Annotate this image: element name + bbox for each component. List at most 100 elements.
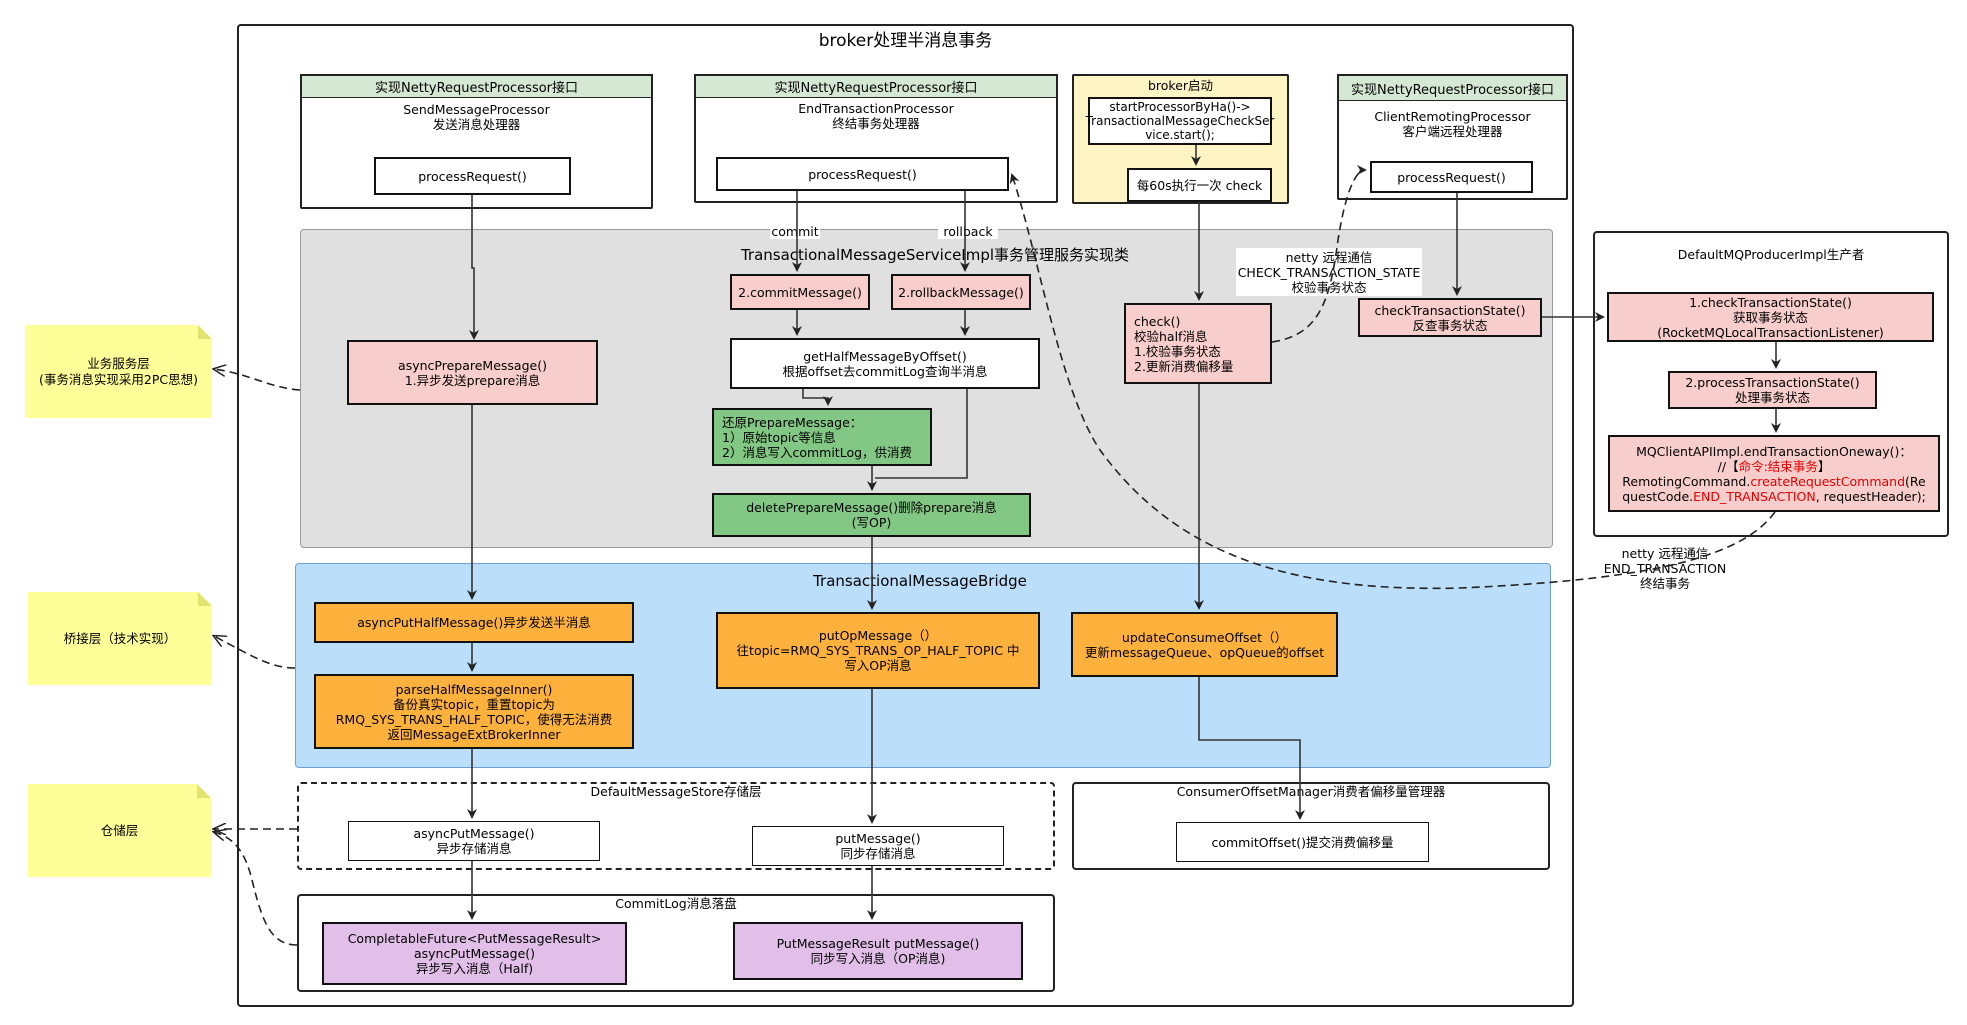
rollback-message-box[interactable]: 2.rollbackMessage() (891, 274, 1031, 310)
check-line-3: 1.校验事务状态 (1134, 343, 1221, 359)
business-layer-line-1: 业务服务层 (87, 355, 150, 371)
delete-line-2: (写OP) (851, 515, 892, 530)
step3-3c: (Re (1905, 473, 1926, 489)
producer-step3-line-1: MQClientAPIImpl.endTransactionOneway()： (1636, 443, 1912, 459)
producer-step2-box[interactable]: 2.processTransactionState() 处理事务状态 (1668, 371, 1877, 409)
commitlog-async-line-1: CompletableFuture<PutMessageResult> (347, 931, 602, 946)
step3-4a: questCode. (1622, 488, 1694, 504)
check-line-2: 校验half消息 (1134, 328, 1208, 344)
commit-offset-box[interactable]: commitOffset()提交消费偏移量 (1176, 822, 1429, 862)
put-line-1: putMessage() (835, 831, 921, 846)
step3-2b: 命令:结束事务 (1738, 458, 1818, 474)
put-op-message-box[interactable]: putOpMessage（） 往topic=RMQ_SYS_TRANS_OP_H… (716, 612, 1040, 689)
restore-line-2: 1）原始topic等信息 (722, 429, 836, 445)
check-every-60s-box[interactable]: 每60s执行一次 check (1127, 168, 1272, 202)
startup-header: broker启动 (1147, 78, 1214, 93)
check-line-1: check() (1134, 313, 1181, 329)
netty-check-line-1: netty 远程通信 (1285, 250, 1373, 265)
step3-2a: //【 (1717, 458, 1739, 474)
update-offset-line-1: updateConsumeOffset（） (1121, 629, 1288, 645)
step3-4b: END_TRANSACTION (1693, 488, 1816, 504)
business-layer-note: 业务服务层 (事务消息实现采用2PC思想) (25, 325, 212, 418)
step3-2c: 】 (1817, 458, 1831, 474)
netty-end-line-2: END_TRANSACTION (1603, 561, 1727, 576)
restore-line-1: 还原PrepareMessage： (722, 414, 863, 430)
end-processor-desc: 终结事务处理器 (832, 116, 920, 131)
client-processor-name: ClientRemotingProcessor (1374, 109, 1531, 124)
client-processor-desc: 客户端远程处理器 (1402, 124, 1503, 139)
netty-end-line-1: netty 远程通信 (1621, 546, 1709, 561)
parse-line-2: 备份真实topic，重置topic为 (393, 696, 555, 712)
put-op-line-1: putOpMessage（） (818, 628, 938, 643)
commit-label: commit (770, 224, 820, 239)
send-process-request-button[interactable]: processRequest() (374, 157, 571, 195)
producer-step3-box[interactable]: MQClientAPIImpl.endTransactionOneway()： … (1608, 435, 1940, 512)
netty-end-label: netty 远程通信 END_TRANSACTION 终结事务 (1590, 546, 1740, 594)
producer-step1-box[interactable]: 1.checkTransactionState() 获取事务状态 (Rocket… (1607, 292, 1934, 342)
end-process-request-button[interactable]: processRequest() (716, 157, 1009, 191)
rollback-label: rollback (938, 224, 998, 239)
send-processor-name: SendMessageProcessor (403, 102, 550, 117)
start-processor-box[interactable]: startProcessorByHa()-> TransactionalMess… (1085, 97, 1275, 145)
check-line-4: 2.更新消费偏移量 (1134, 358, 1234, 374)
check-box[interactable]: check() 校验half消息 1.校验事务状态 2.更新消费偏移量 (1124, 303, 1272, 384)
commitlog-sync-line-1: PutMessageResult putMessage() (776, 936, 980, 951)
netty-end-line-3: 终结事务 (1639, 576, 1690, 591)
update-offset-line-2: 更新messageQueue、opQueue的offset (1084, 644, 1325, 660)
end-processor-name: EndTransactionProcessor (798, 101, 954, 116)
producer-step1-line-2: 获取事务状态 (1732, 309, 1808, 325)
async-prepare-line-2: 1.异步发送prepare消息 (404, 372, 541, 388)
netty-check-line-3: 校验事务状态 (1291, 280, 1367, 295)
restore-line-3: 2）消息写入commitLog，供消费 (722, 444, 913, 460)
netty-check-line-2: CHECK_TRANSACTION_STATE (1237, 265, 1421, 280)
check-transaction-state-box[interactable]: checkTransactionState() 反查事务状态 (1358, 298, 1542, 337)
producer-step1-line-3: (RocketMQLocalTransactionListener) (1657, 324, 1884, 340)
async-put-line-2: 异步存储消息 (436, 841, 512, 856)
put-op-line-3: 写入OP消息 (844, 658, 912, 673)
async-prepare-message-box[interactable]: asyncPrepareMessage() 1.异步发送prepare消息 (347, 340, 598, 405)
bridge-layer-note: 桥接层（技术实现） (28, 592, 212, 685)
update-consume-offset-box[interactable]: updateConsumeOffset（） 更新messageQueue、opQ… (1071, 612, 1338, 677)
commitlog-sync-box[interactable]: PutMessageResult putMessage() 同步写入消息（OP消… (733, 922, 1023, 980)
start-line-3: vice.start(); (1145, 128, 1215, 142)
delete-line-1: deletePrepareMessage()删除prepare消息 (746, 500, 997, 515)
commitlog-async-box[interactable]: CompletableFuture<PutMessageResult> asyn… (322, 922, 627, 985)
async-put-message-box[interactable]: asyncPutMessage() 异步存储消息 (348, 821, 600, 861)
offset-manager-title: ConsumerOffsetManager消费者偏移量管理器 (1176, 784, 1446, 799)
producer-step2-line-1: 2.processTransactionState() (1685, 375, 1860, 390)
service-title: TransactionalMessageServiceImpl事务管理服务实现类 (740, 246, 1130, 264)
restore-prepare-message-box[interactable]: 还原PrepareMessage： 1）原始topic等信息 2）消息写入com… (712, 408, 932, 466)
check-tx-line-1: checkTransactionState() (1374, 302, 1526, 318)
commitlog-title: CommitLog消息落盘 (615, 896, 737, 911)
producer-step2-line-2: 处理事务状态 (1734, 390, 1810, 405)
parse-line-4: 返回MessageExtBrokerInner (387, 726, 561, 742)
put-op-line-2: 往topic=RMQ_SYS_TRANS_OP_HALF_TOPIC 中 (736, 643, 1020, 658)
main-title: broker处理半消息事务 (818, 31, 993, 51)
parse-half-message-box[interactable]: parseHalfMessageInner() 备份真实topic，重置topi… (314, 674, 634, 749)
async-prepare-line-1: asyncPrepareMessage() (398, 357, 547, 373)
delete-prepare-message-box[interactable]: deletePrepareMessage()删除prepare消息 (写OP) (712, 493, 1031, 537)
put-message-box[interactable]: putMessage() 同步存储消息 (752, 826, 1004, 866)
commit-message-box[interactable]: 2.commitMessage() (730, 274, 870, 310)
start-line-1: startProcessorByHa()-> (1109, 100, 1251, 114)
send-processor-header: 实现NettyRequestProcessor接口 (300, 74, 653, 98)
bridge-title: TransactionalMessageBridge (813, 572, 1027, 590)
commitlog-async-line-3: 异步写入消息（Half) (415, 961, 534, 976)
store-panel (297, 782, 1055, 870)
async-put-line-1: asyncPutMessage() (413, 826, 535, 841)
producer-step3-line-4: questCode.END_TRANSACTION, requestHeader… (1622, 489, 1926, 504)
check-tx-line-2: 反查事务状态 (1412, 317, 1488, 333)
producer-title: DefaultMQProducerImpl生产者 (1677, 247, 1865, 262)
producer-step3-line-3: RemotingCommand.createRequestCommand(Re (1622, 474, 1926, 489)
get-half-message-box[interactable]: getHalfMessageByOffset() 根据offset去commit… (730, 338, 1040, 389)
producer-step3-line-2: //【命令:结束事务】 (1718, 459, 1831, 474)
step3-3b: createRequestCommand (1750, 473, 1906, 489)
step3-3a: RemotingCommand. (1622, 473, 1751, 489)
client-process-request-button[interactable]: processRequest() (1370, 161, 1533, 193)
commitlog-sync-line-2: 同步写入消息（OP消息) (810, 951, 946, 966)
producer-step1-line-1: 1.checkTransactionState() (1689, 294, 1852, 310)
async-put-half-message-box[interactable]: asyncPutHalfMessage()异步发送半消息 (314, 602, 634, 643)
parse-line-3: RMQ_SYS_TRANS_HALF_TOPIC，使得无法消费 (335, 711, 613, 727)
start-line-2: TransactionalMessageCheckSer (1085, 114, 1275, 128)
client-processor-header: 实现NettyRequestProcessor接口 (1337, 74, 1568, 101)
